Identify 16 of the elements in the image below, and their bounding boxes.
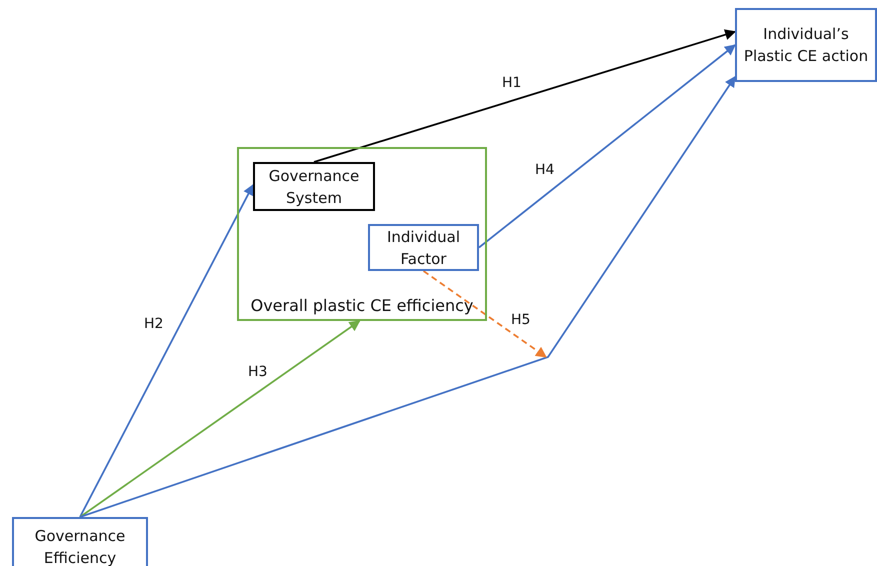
concept-box: [253, 162, 375, 211]
concept-box: [237, 147, 487, 321]
arrow: [79, 184, 254, 518]
concept-box: [368, 224, 479, 271]
arrow: [422, 270, 547, 358]
node-text: Overall plastic CE efficiency: [250, 295, 474, 317]
node-text: Governance Efficiency: [34, 526, 126, 566]
node-text: Individual’s Plastic CE action: [742, 24, 870, 67]
concept-box: [12, 517, 148, 566]
node-text: Governance System: [268, 166, 360, 208]
concept-box: [735, 8, 877, 82]
arrow: [79, 320, 360, 518]
arrow: [478, 44, 736, 248]
arrow: [314, 29, 736, 163]
arrow: [80, 76, 736, 518]
node-text: Individual Factor: [386, 226, 462, 270]
